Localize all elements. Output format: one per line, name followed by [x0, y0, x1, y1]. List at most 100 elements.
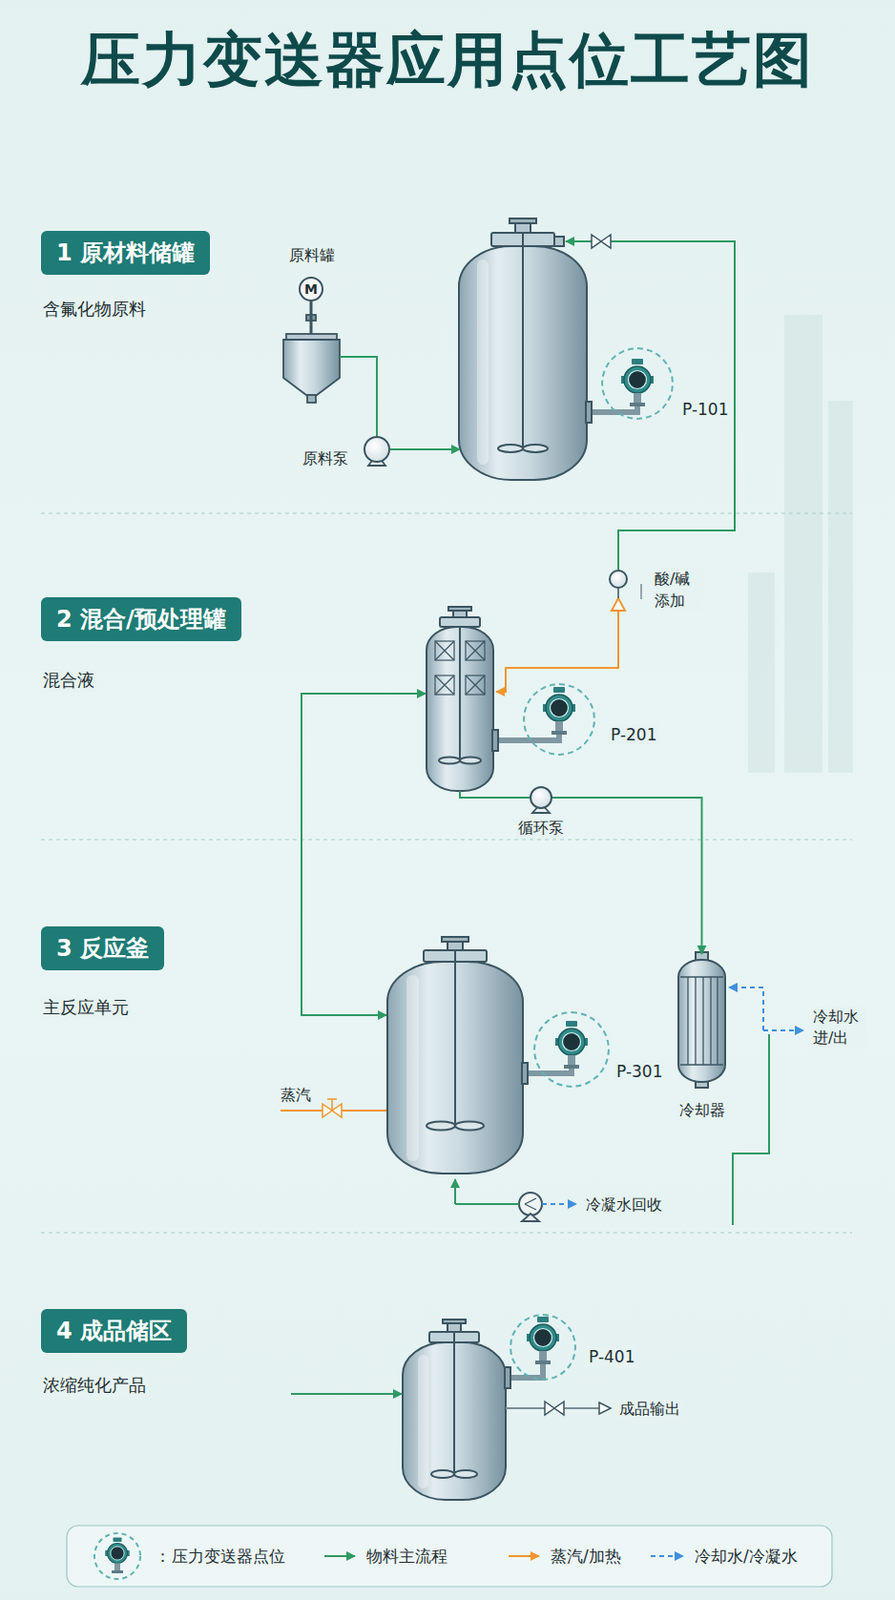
flow-lines-3 [763, 1029, 804, 1032]
process-illustration [542, 686, 576, 735]
reactor-drawing [522, 1068, 572, 1074]
cooler-drawing [702, 977, 704, 1065]
tank-2-drawing [492, 729, 499, 751]
flow-lines-2 [301, 583, 642, 1016]
process-illustration [555, 1020, 588, 1069]
tank-2-drawing [426, 606, 560, 813]
node-label: 原料罐 [287, 246, 337, 267]
cooler-drawing [680, 1063, 724, 1065]
tank-2-drawing [448, 606, 472, 611]
product-tank-drawing [504, 1367, 511, 1389]
tank-1-drawing [585, 401, 592, 423]
legend-frame [94, 1533, 141, 1580]
node-label: 酸/碱 添加 [652, 567, 703, 612]
node-label: P-301 [614, 1061, 665, 1083]
motor-symbol: M [298, 276, 324, 302]
dosing-pump: 酸/碱 添加 [608, 569, 628, 589]
reactor-drawing [387, 936, 572, 1222]
flow-lines-2 [301, 858, 387, 1016]
flow-line [552, 797, 703, 955]
section-badge: 4 成品储区 [41, 1309, 188, 1353]
cooler: 冷却器 [678, 954, 726, 1087]
node-text: 2 混合/预处理罐 [56, 605, 227, 633]
cooler-drawing [694, 977, 696, 1065]
circulation-pump: 循环泵 [529, 786, 553, 810]
tank-1-drawing [554, 236, 564, 247]
section-divider [41, 512, 853, 514]
flow-lines-2 [459, 790, 530, 798]
tank-2-drawing [426, 626, 494, 791]
reactor-drawing [521, 1213, 540, 1222]
flow-lines-1 [390, 234, 735, 570]
legend-text: 冷却水/冷凝水 [694, 1545, 798, 1567]
transmitter-point: P-301 [533, 1011, 610, 1088]
background-plant [748, 314, 854, 773]
legend-text: 压力变送器点位 [171, 1545, 286, 1567]
cooler-drawing [680, 977, 724, 1065]
tank-1-drawing [586, 406, 638, 413]
section-divider [41, 513, 853, 1233]
reactor-drawing [455, 1122, 484, 1131]
transmitter-point: P-401 [509, 1313, 577, 1381]
product-tank-drawing [454, 1470, 478, 1478]
node-text: 3 反应釜 [56, 935, 149, 962]
tank-1-drawing [522, 444, 548, 453]
tank-2-drawing [435, 675, 455, 695]
flow-lines-1 [591, 234, 611, 249]
node-label: 循环泵 [516, 818, 566, 839]
flow-lines-4 [505, 1407, 545, 1410]
reactor-drawing [454, 950, 457, 1126]
tank-2-drawing [435, 641, 455, 661]
tank-2-drawing [465, 641, 485, 661]
legend-frame [66, 1525, 833, 1587]
node-label: P-101 [680, 398, 730, 420]
stream-label: 蒸汽 [278, 1084, 313, 1106]
raw-material-hopper: 原料罐 [283, 333, 340, 395]
tank-1-drawing [509, 218, 537, 224]
stream-label: 冷却水 进/出 [811, 1006, 867, 1050]
node-label: 原料泵 [300, 449, 351, 470]
section-subtitle: 混合液 [41, 668, 97, 692]
node-label: P-401 [586, 1346, 637, 1368]
background-plant [748, 572, 775, 773]
product-tank-drawing [417, 1354, 429, 1489]
tank-2-drawing [439, 617, 480, 627]
tank-2-drawing [458, 626, 461, 761]
reactor-drawing [521, 1062, 528, 1084]
transmitter-point: P-201 [522, 683, 596, 756]
tank-2-drawing [435, 675, 455, 695]
section-divider [41, 1231, 853, 1233]
tank-1-drawing [498, 444, 523, 453]
section-badge: 3 反应釜 [41, 926, 165, 971]
reactor-drawing [426, 1122, 456, 1131]
tank-2-drawing [465, 675, 485, 695]
flow-lines-3 [728, 987, 764, 1031]
tank-1-drawing [521, 232, 524, 449]
cooler-drawing [680, 976, 724, 978]
tank-1-drawing [477, 259, 489, 465]
flow-lines-1 [565, 240, 592, 243]
transmitter-point: P-101 [601, 347, 674, 420]
node-text: 4 成品储区 [56, 1317, 172, 1345]
legend-text: 蒸汽/加热 [550, 1545, 622, 1567]
product-tank-drawing [447, 1323, 461, 1333]
tank-2-drawing [435, 641, 455, 661]
cooler-drawing [686, 977, 688, 1065]
flow-lines-4 [563, 1407, 600, 1410]
flow-lines-4 [544, 1401, 564, 1416]
tank-2-drawing [493, 734, 560, 741]
node-text: 1 原材料储罐 [56, 239, 195, 267]
tank-2-drawing [465, 641, 485, 661]
flow-lines-1 [610, 241, 735, 570]
diagram-title: 压力变送器应用点位工艺图 [0, 24, 895, 96]
flow-lines-4 [291, 1394, 611, 1416]
product-tank-drawing [442, 1319, 466, 1324]
background-plant [784, 314, 823, 773]
product-tank-drawing [402, 1319, 543, 1500]
flow-lines-3 [280, 1109, 323, 1112]
flow-lines-2 [301, 693, 426, 859]
flow-lines-3 [454, 1179, 457, 1205]
legend-frame [650, 1555, 684, 1558]
flow-lines-3 [327, 1099, 337, 1111]
